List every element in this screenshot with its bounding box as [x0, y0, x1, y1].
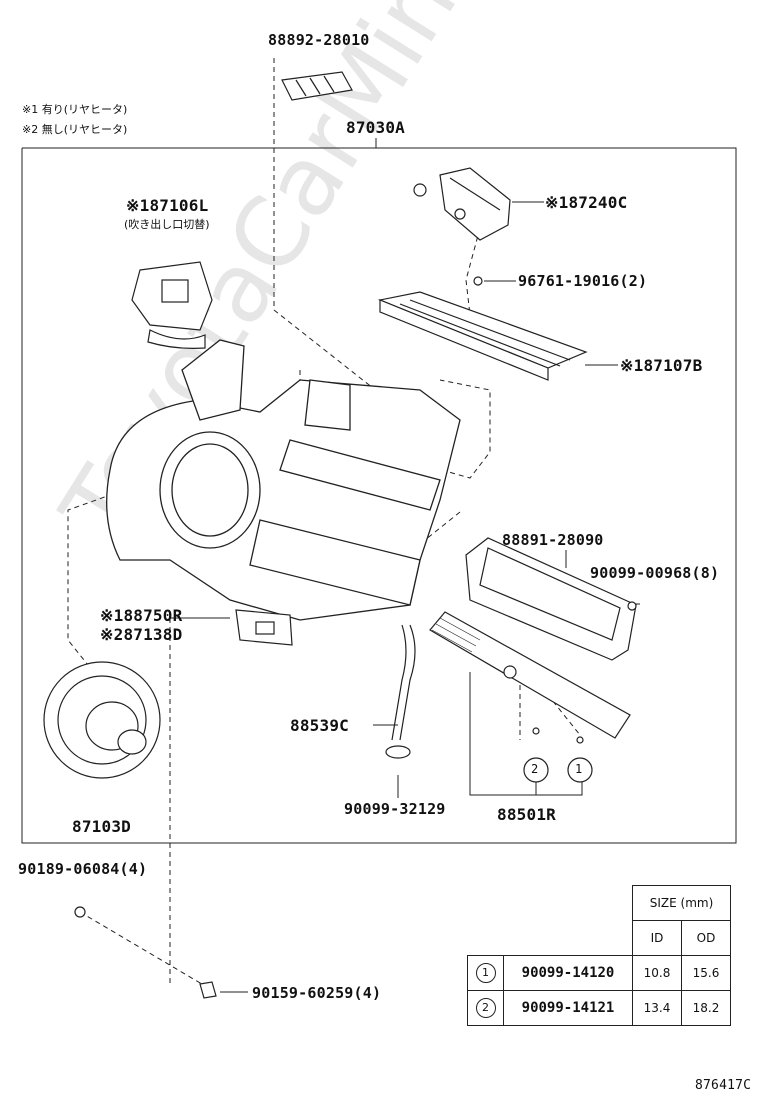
label-88750: ※188750R	[100, 606, 183, 625]
label-90099-32129: 90099-32129	[344, 800, 446, 818]
leader-blower	[67, 487, 131, 681]
servo-87240	[413, 167, 511, 241]
table-row: 2 90099-14121 13.4 18.2	[467, 990, 731, 1026]
heater-core	[377, 291, 588, 381]
row-mark: 1	[475, 963, 496, 983]
label-87106-sub: (吹き出し口切替)	[124, 218, 210, 231]
label-87030: 87030A	[346, 118, 405, 137]
label-87138: ※287138D	[100, 625, 183, 644]
label-87240: ※187240C	[545, 193, 628, 212]
col-od: OD	[681, 920, 731, 956]
row-od: 15.6	[681, 955, 731, 991]
servo-87106	[131, 261, 213, 349]
row-part: 90099-14120	[503, 955, 633, 991]
col-id: ID	[632, 920, 682, 956]
label-88539: 88539C	[290, 716, 349, 735]
callout-2-circle	[523, 757, 549, 783]
bolt-90189	[74, 906, 86, 918]
resistor	[235, 609, 293, 646]
label-90159: 90159-60259(4)	[252, 984, 382, 1002]
leader-90189	[79, 911, 213, 991]
size-header: SIZE (mm)	[632, 885, 731, 921]
row-id: 13.4	[632, 990, 682, 1026]
callout-1-circle	[567, 757, 593, 783]
row-mark: 2	[475, 998, 496, 1018]
blower-motor	[43, 661, 161, 779]
row-part: 90099-14121	[503, 990, 633, 1026]
leader-87240	[465, 227, 481, 316]
leader-88892	[273, 58, 379, 393]
assembly-frame	[21, 147, 737, 844]
label-90099-00968: 90099-00968(8)	[590, 564, 720, 582]
note-1: ※1 有り(リヤヒータ)	[22, 103, 128, 116]
callout-2-label: 2	[531, 762, 539, 776]
label-96761: 96761-19016(2)	[518, 272, 648, 290]
size-table: SIZE (mm) ID OD 1 90099-14120 10.8 15.6 …	[467, 885, 731, 1026]
clip-96761	[473, 276, 483, 286]
evaporator	[429, 611, 631, 744]
label-90189: 90189-06084(4)	[18, 860, 148, 878]
row-od: 18.2	[681, 990, 731, 1026]
table-row: 1 90099-14120 10.8 15.6	[467, 955, 731, 991]
figure-code: 876417C	[695, 1078, 752, 1093]
label-87107: ※187107B	[620, 356, 703, 375]
note-2: ※2 無し(リヤヒータ)	[22, 123, 128, 136]
label-87103: 87103D	[72, 817, 131, 836]
label-88891: 88891-28090	[502, 531, 604, 549]
label-88501: 88501R	[497, 805, 556, 824]
drain-hose	[385, 624, 416, 759]
row-id: 10.8	[632, 955, 682, 991]
callout-1-label: 1	[575, 762, 583, 776]
housing	[106, 339, 461, 621]
evaporator-cover	[465, 537, 637, 661]
label-87106: ※187106L	[126, 196, 209, 215]
label-88892: 88892-28010	[268, 31, 370, 49]
bolt-90159	[199, 981, 217, 999]
filter-part	[281, 71, 353, 101]
